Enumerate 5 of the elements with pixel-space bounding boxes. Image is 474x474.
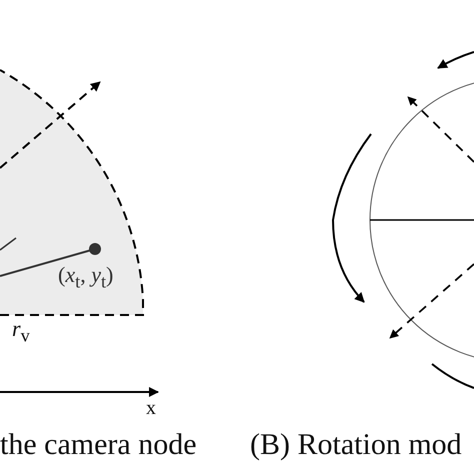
caption: the camera node <box>0 430 197 460</box>
caption: (B) Rotation mod <box>250 430 462 460</box>
radius-label: r$_{v}$ <box>12 318 30 345</box>
axis-label: x <box>146 398 156 418</box>
coordinate-label: (x$_{t}$, y$_{t}$) <box>58 264 114 291</box>
